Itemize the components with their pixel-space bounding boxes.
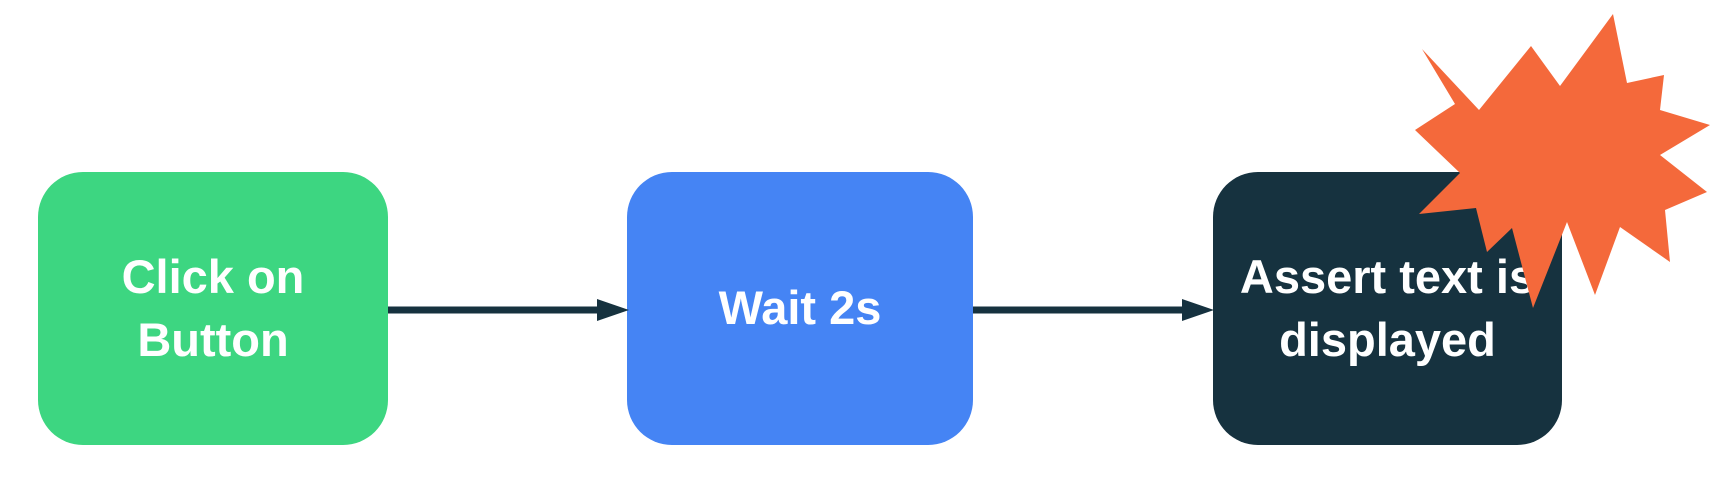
arrow-right-connector-1 (388, 299, 629, 321)
arrowhead-icon (597, 299, 629, 321)
flow-node-assert-text: Assert text is displayed (1213, 172, 1562, 445)
node-label: Assert text is displayed (1239, 250, 1536, 366)
arrowhead-icon (1182, 299, 1214, 321)
node-label: Wait 2s (718, 281, 882, 335)
flow-node-wait-2s: Wait 2s (627, 172, 973, 445)
arrow-right-connector-2 (973, 299, 1214, 321)
flow-node-click-on-button: Click on Button (38, 172, 388, 445)
node-label: Click on Button (121, 250, 305, 366)
